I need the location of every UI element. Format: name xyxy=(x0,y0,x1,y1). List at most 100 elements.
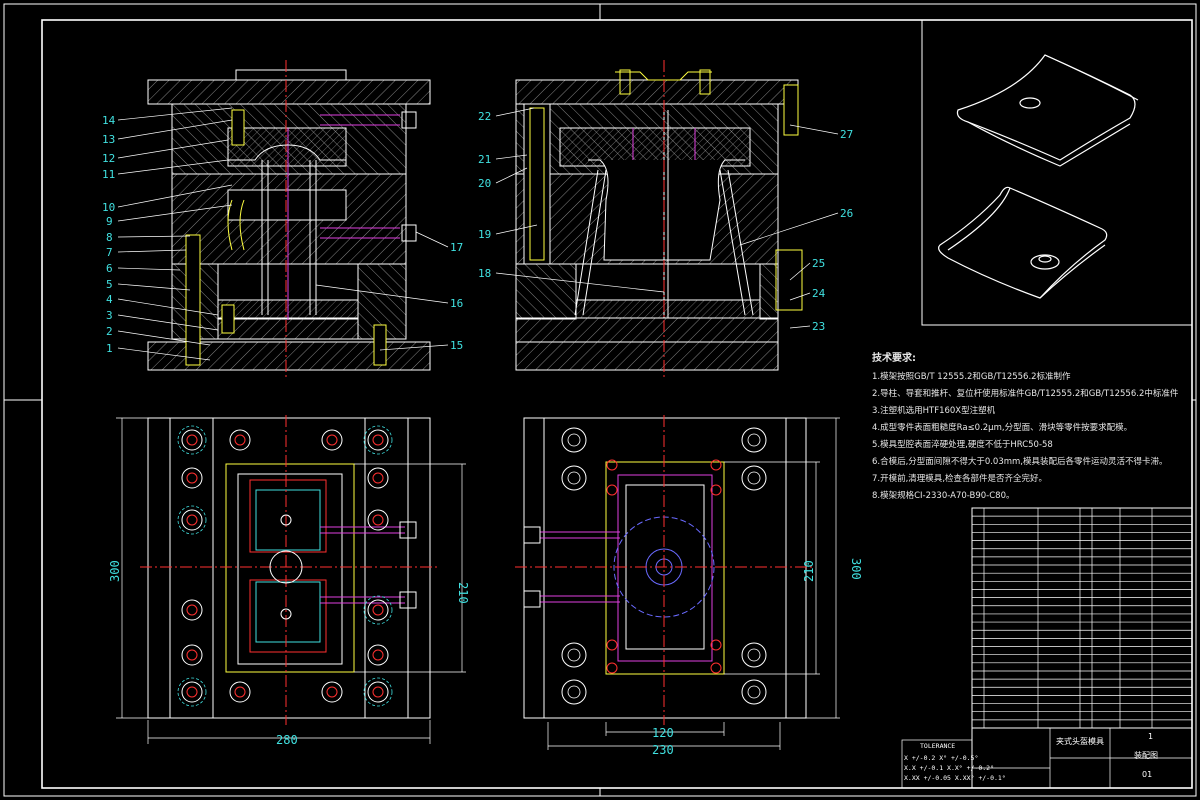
tolerance-row-3: X.XX +/-0.05 X.XX° +/-0.1° xyxy=(904,774,1006,782)
balloon-24: 24 xyxy=(812,287,826,300)
technical-requirements: 技术要求: 1.模架按照GB/T 12555.2和GB/T12556.2标准制作… xyxy=(872,350,1179,505)
screw-hole xyxy=(606,484,618,496)
leader xyxy=(117,119,233,140)
note-line-6: 6.合模后,分型面间隙不得大于0.03mm,模具装配后各零件运动灵活不得卡滞。 xyxy=(872,457,1168,467)
right-plan-holes xyxy=(561,427,767,705)
balloon-4: 4 xyxy=(106,293,113,306)
note-line-5: 5.模具型腔表面淬硬处理,硬度不低于HRC50-58 xyxy=(872,440,1053,450)
notes-heading: 技术要求: xyxy=(872,353,916,364)
balloon-12: 12 xyxy=(102,152,115,165)
balloon-20: 20 xyxy=(478,177,491,190)
bolt-hole xyxy=(321,681,343,703)
balloon-3: 3 xyxy=(106,309,113,322)
leader xyxy=(789,292,811,301)
bolt-hole xyxy=(181,599,203,621)
dim-left-height: 300 xyxy=(108,560,122,582)
dimension-lines xyxy=(116,417,840,750)
leader xyxy=(415,231,449,248)
right-section-view xyxy=(515,60,803,380)
bolt-hole xyxy=(741,465,767,491)
bolt-hole xyxy=(561,642,587,668)
bolt-hole xyxy=(229,429,251,451)
balloon-5: 5 xyxy=(106,278,113,291)
balloon-7: 7 xyxy=(106,246,113,259)
part-isometric-views xyxy=(938,54,1139,299)
balloon-19: 19 xyxy=(478,228,491,241)
balloon-26: 26 xyxy=(840,207,853,220)
screw-hole xyxy=(710,484,722,496)
dimension-texts: 300 210 280 210 300 120 230 xyxy=(108,558,863,757)
balloon-13: 13 xyxy=(102,133,115,146)
bolt-hole xyxy=(177,677,207,707)
bolt-hole xyxy=(741,642,767,668)
balloon-21: 21 xyxy=(478,153,491,166)
leader xyxy=(789,325,811,329)
dim-right-inner-w: 120 xyxy=(652,726,674,740)
left-plan-holes xyxy=(177,425,393,707)
balloon-11: 11 xyxy=(102,168,115,181)
tolerance-row-2: X.X +/-0.1 X.X° +/-0.2° xyxy=(904,764,995,772)
note-line-2: 2.导柱、导套和推杆、复位杆使用标准件GB/T12555.2和GB/T12556… xyxy=(872,389,1179,399)
note-line-3: 3.注塑机选用HTF160X型注塑机 xyxy=(872,406,996,416)
note-line-4: 4.成型零件表面粗糙度Ra≤0.2μm,分型面、滑块等零件按要求配模。 xyxy=(872,423,1133,433)
balloon-1: 1 xyxy=(106,342,113,355)
screw-hole xyxy=(606,639,618,651)
bolt-hole xyxy=(181,644,203,666)
bolt-hole xyxy=(367,509,389,531)
balloon-27: 27 xyxy=(840,128,853,141)
leader xyxy=(117,235,191,238)
note-line-8: 8.模架规格CI-2330-A70-B90-C80。 xyxy=(872,491,1015,501)
balloon-25: 25 xyxy=(812,257,825,270)
bolt-hole xyxy=(367,467,389,489)
dim-left-inner: 210 xyxy=(456,582,470,604)
leader xyxy=(379,344,449,351)
bolt-hole xyxy=(561,465,587,491)
leader xyxy=(117,267,181,271)
balloon-8: 8 xyxy=(106,231,113,244)
balloon-23: 23 xyxy=(812,320,825,333)
screw-hole xyxy=(710,639,722,651)
bolt-hole xyxy=(363,595,393,625)
scale: 1 xyxy=(1148,732,1154,741)
bolt-hole xyxy=(363,677,393,707)
balloon-15: 15 xyxy=(450,339,463,352)
balloon-18: 18 xyxy=(478,267,491,280)
dim-right-inner-h: 210 xyxy=(802,560,816,582)
leader xyxy=(495,154,528,160)
bolt-hole xyxy=(321,429,343,451)
balloon-22: 22 xyxy=(478,110,491,123)
leader xyxy=(117,314,219,331)
leader xyxy=(117,330,211,346)
right-plan-view xyxy=(515,415,815,725)
bolt-hole xyxy=(177,425,207,455)
balloon-10: 10 xyxy=(102,201,115,214)
bolt-hole xyxy=(367,644,389,666)
leader xyxy=(117,184,233,208)
screw-hole xyxy=(606,662,618,674)
balloons-left: 1 2 3 4 5 6 7 8 9 10 11 12 13 14 15 16 1… xyxy=(102,114,463,355)
screw-hole xyxy=(710,662,722,674)
bolt-hole xyxy=(561,679,587,705)
bolt-hole xyxy=(741,679,767,705)
leader xyxy=(117,283,191,291)
balloon-17: 17 xyxy=(450,241,463,254)
sheet-number: 01 xyxy=(1142,770,1153,779)
bolt-hole xyxy=(177,505,207,535)
leader xyxy=(495,107,535,117)
dim-right-width: 230 xyxy=(652,743,674,757)
left-plan-view xyxy=(140,415,440,725)
leader xyxy=(117,298,219,316)
leader-lines xyxy=(117,107,839,361)
bolt-hole xyxy=(229,681,251,703)
leader xyxy=(117,249,187,253)
tolerance-title: TOLERANCE xyxy=(920,742,956,750)
leader xyxy=(739,212,839,246)
drawing-number: 装配图 xyxy=(1134,751,1158,760)
leader xyxy=(117,347,211,361)
tolerance-row-1: X +/-0.2 X° +/-0.5° xyxy=(904,754,979,762)
leader xyxy=(495,167,528,184)
screw-hole xyxy=(710,459,722,471)
leader xyxy=(495,224,538,235)
leader xyxy=(117,204,233,222)
